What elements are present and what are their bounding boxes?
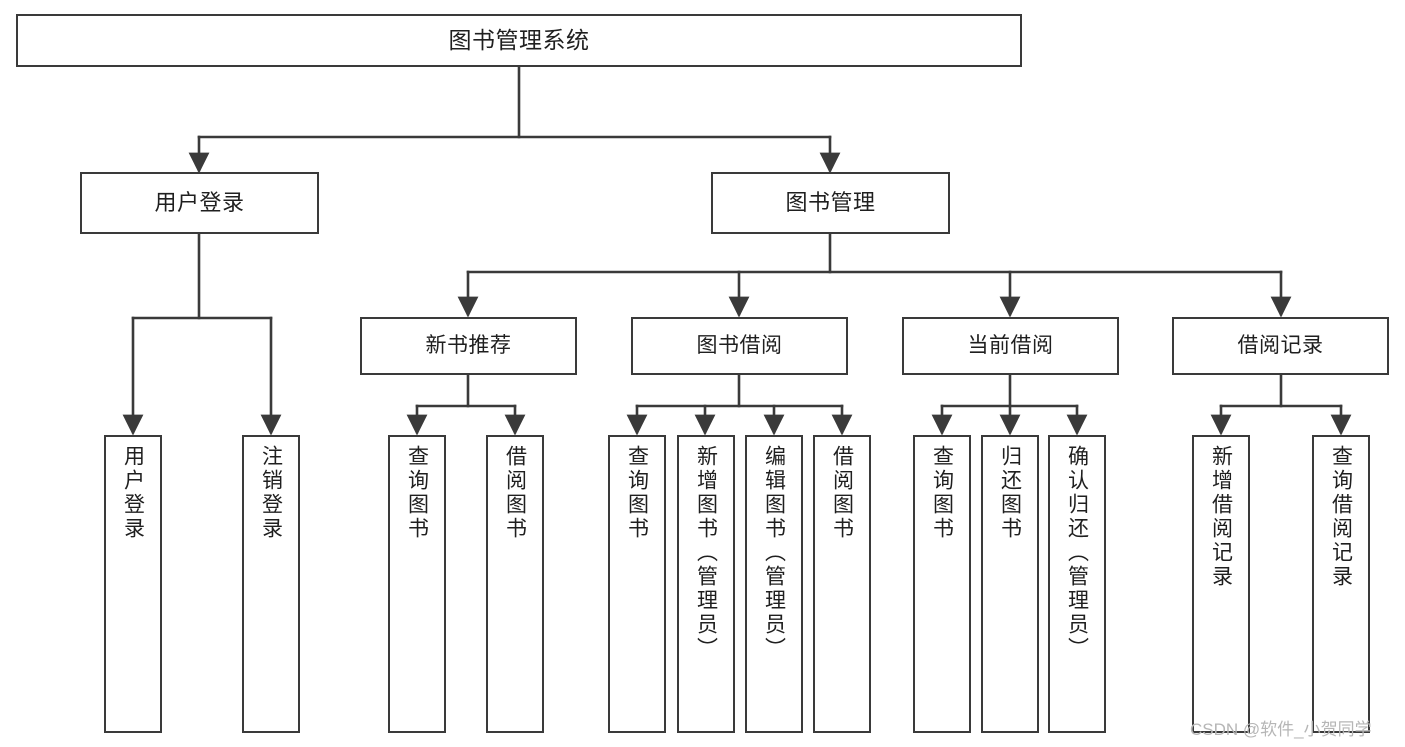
- node-label: 用户登录: [154, 190, 245, 216]
- leaf-return-books[interactable]: 归还图书: [981, 435, 1039, 733]
- node-book-management[interactable]: 图书管理: [711, 172, 950, 234]
- leaf-borrow-books-newbook[interactable]: 借阅图书: [486, 435, 544, 733]
- node-label: 借阅图书: [830, 445, 854, 541]
- node-label: 查询借阅记录: [1329, 445, 1353, 589]
- node-label: 用户登录: [121, 445, 145, 541]
- node-borrowing-record[interactable]: 借阅记录: [1172, 317, 1389, 375]
- node-root-book-management-system[interactable]: 图书管理系统: [16, 14, 1022, 67]
- leaf-add-book-admin[interactable]: 新增图书（管理员）: [677, 435, 735, 733]
- leaf-query-borrow-record[interactable]: 查询借阅记录: [1312, 435, 1370, 733]
- leaf-confirm-return-admin[interactable]: 确认归还（管理员）: [1048, 435, 1106, 733]
- node-label: 查询图书: [405, 445, 429, 541]
- node-label: 借阅图书: [503, 445, 527, 541]
- leaf-query-books-newbook[interactable]: 查询图书: [388, 435, 446, 733]
- node-label: 图书借阅: [696, 333, 783, 357]
- node-label: 归还图书: [998, 445, 1022, 541]
- node-label: 图书管理: [785, 190, 876, 216]
- node-label: 图书管理系统: [448, 26, 590, 53]
- leaf-query-books-borrow[interactable]: 查询图书: [608, 435, 666, 733]
- node-label: 确认归还（管理员）: [1065, 445, 1089, 661]
- node-label: 新增图书（管理员）: [694, 445, 718, 661]
- node-current-borrowing[interactable]: 当前借阅: [902, 317, 1119, 375]
- node-label: 注销登录: [259, 445, 283, 541]
- node-label: 查询图书: [625, 445, 649, 541]
- leaf-user-login[interactable]: 用户登录: [104, 435, 162, 733]
- node-book-borrowing[interactable]: 图书借阅: [631, 317, 848, 375]
- node-user-login[interactable]: 用户登录: [80, 172, 319, 234]
- node-label: 借阅记录: [1237, 333, 1324, 357]
- leaf-add-borrow-record[interactable]: 新增借阅记录: [1192, 435, 1250, 733]
- leaf-edit-book-admin[interactable]: 编辑图书（管理员）: [745, 435, 803, 733]
- leaf-logout[interactable]: 注销登录: [242, 435, 300, 733]
- node-label: 查询图书: [930, 445, 954, 541]
- node-new-book-recommendation[interactable]: 新书推荐: [360, 317, 577, 375]
- node-label: 编辑图书（管理员）: [762, 445, 786, 661]
- node-label: 当前借阅: [967, 333, 1054, 357]
- node-label: 新增借阅记录: [1209, 445, 1233, 589]
- leaf-borrow-books-borrow[interactable]: 借阅图书: [813, 435, 871, 733]
- leaf-query-books-current[interactable]: 查询图书: [913, 435, 971, 733]
- node-label: 新书推荐: [425, 333, 512, 357]
